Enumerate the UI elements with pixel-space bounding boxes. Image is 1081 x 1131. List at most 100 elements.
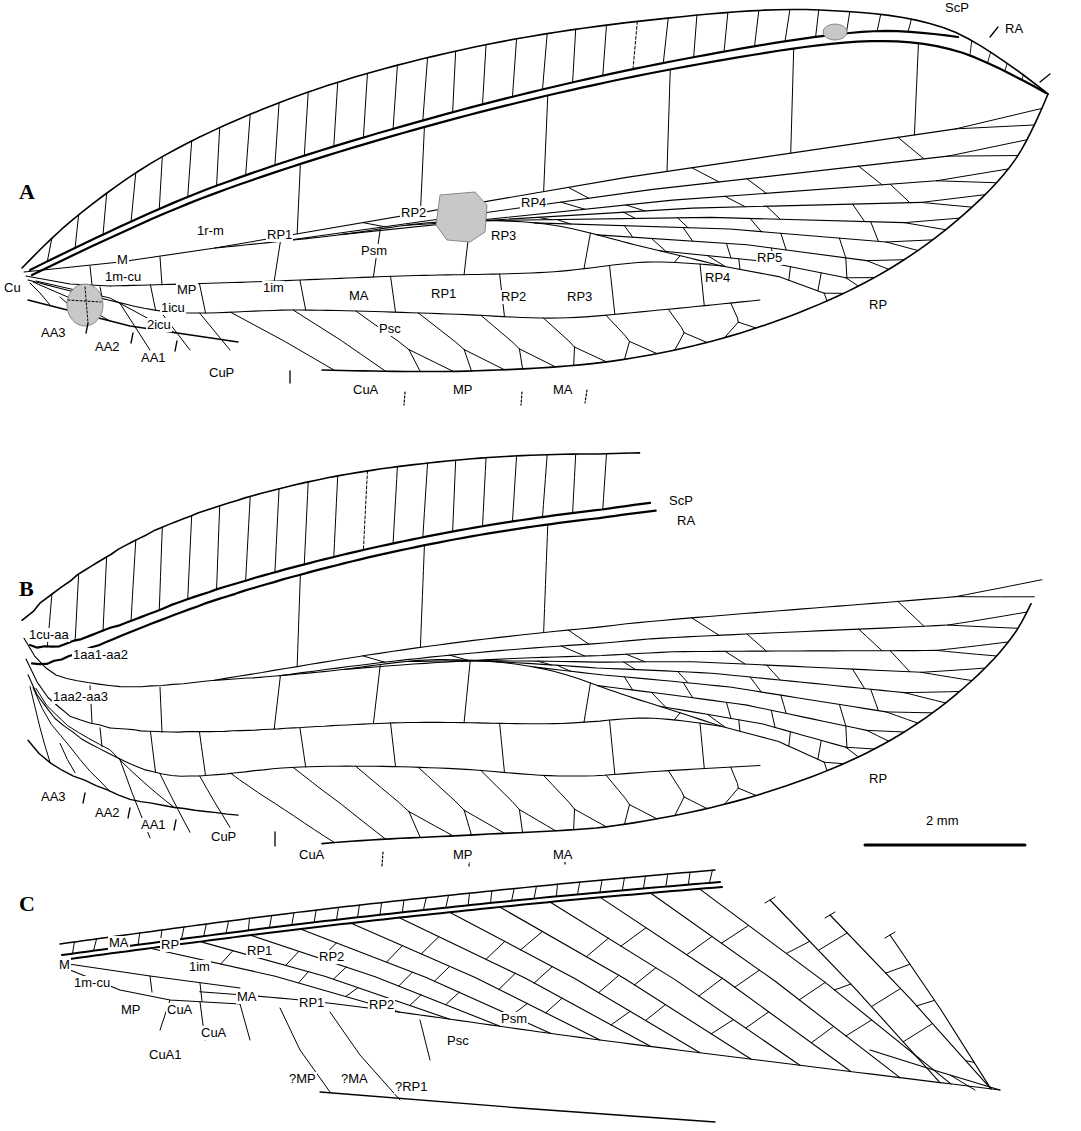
vein-label: AA3: [40, 790, 67, 804]
costal-crossvein: [159, 527, 162, 609]
costal-margin: [22, 9, 1048, 268]
costal-crossvein: [181, 927, 184, 939]
vein-label: 1aa2-aa3: [52, 690, 109, 704]
gradate-crossvein: [859, 166, 882, 185]
costal-crossvein: [358, 905, 360, 917]
vein-label: M: [116, 253, 129, 267]
gradate-crossvein: [410, 995, 421, 1006]
guide-curve: [30, 31, 958, 270]
rp-branch: [500, 907, 751, 1059]
dotted-vein: [85, 287, 88, 323]
vein-label: 2 mm: [925, 814, 960, 828]
vein-fork: [409, 350, 420, 372]
gradate-crossvein: [699, 978, 722, 996]
vein-fork: [921, 195, 985, 203]
vein-label: RP4: [520, 196, 547, 210]
costal-crossvein: [491, 891, 492, 903]
crossvein: [300, 280, 306, 310]
costal-crossvein: [75, 575, 79, 641]
vein-label: CuA1: [148, 1048, 183, 1062]
gradate-crossvein: [739, 259, 740, 270]
costal-crossvein: [543, 34, 548, 90]
crossvein: [420, 1020, 430, 1060]
costal-crossvein: [188, 141, 192, 197]
costal-crossvein: [204, 924, 207, 936]
vein-fork: [824, 293, 827, 301]
cubital-branch: [293, 767, 385, 839]
crossvein: [90, 266, 92, 285]
gradate-crossvein: [611, 1011, 630, 1025]
ticks: [83, 27, 1050, 866]
vein-fork: [846, 277, 875, 278]
radial-crossvein: [297, 575, 300, 667]
separator-tick: [174, 820, 176, 830]
vein-fork: [867, 730, 904, 732]
costal-crossvein: [622, 878, 624, 890]
cubitus-vein: [65, 968, 240, 1004]
vein-fork: [824, 762, 827, 770]
posterior-margin: [322, 94, 1048, 372]
gradate-crossvein: [871, 689, 879, 710]
vein-fork: [846, 278, 858, 286]
guide-curve: [110, 262, 722, 286]
crossvein: [674, 256, 680, 263]
guide-curve: [90, 985, 1000, 1090]
gradate-crossvein: [683, 228, 693, 242]
cubital-branch: [606, 315, 629, 341]
vein-label: AA2: [94, 806, 121, 820]
cubital-branch: [418, 313, 464, 350]
gradate-crossvein: [299, 972, 309, 983]
gradate-crossvein: [789, 732, 791, 746]
vein-fork: [948, 155, 1018, 157]
cubital-branch: [481, 771, 519, 810]
vein-fork: [956, 125, 1035, 129]
vein-label: RP1: [430, 287, 457, 301]
cubital-branch: [606, 775, 629, 804]
crossvein: [150, 285, 155, 310]
crossvein: [150, 976, 152, 992]
gradate-crossvein: [534, 967, 552, 983]
gradate-crossvein: [789, 267, 791, 281]
costal-crossvein: [131, 173, 136, 222]
gradate-crossvein: [853, 204, 865, 221]
gradate-crossvein: [678, 671, 688, 682]
grey-spot: [436, 192, 487, 242]
rp-branch: [660, 706, 846, 747]
costal-crossvein: [248, 918, 249, 930]
rp-branch: [722, 727, 824, 763]
crossvein: [274, 241, 280, 281]
subcosta-vein: [30, 31, 958, 270]
gradate-crossvein: [450, 655, 470, 660]
gradate-crossvein: [835, 984, 851, 990]
gradate-crossvein: [646, 1005, 666, 1021]
costal-crossvein: [393, 65, 397, 129]
rp-branch: [550, 902, 800, 1065]
gradate-crossvein: [746, 1012, 769, 1028]
vein-label: 1cu-aa: [28, 628, 70, 642]
media-branch: [280, 1008, 330, 1092]
costal-crossvein: [393, 467, 397, 544]
gradate-crossvein: [557, 665, 571, 671]
anal-margin: [28, 300, 238, 342]
vein-label: MA: [552, 848, 574, 862]
vein-fork: [904, 691, 959, 692]
vein-label: RP3: [566, 290, 593, 304]
vein-fork: [624, 341, 629, 359]
vein-label: AA2: [94, 340, 121, 354]
costal-crossvein: [103, 557, 107, 631]
vein-fork: [867, 261, 889, 270]
costal-crossvein: [72, 942, 74, 954]
rp-branch: [351, 923, 600, 1040]
vein-label: Psm: [500, 1012, 528, 1026]
gradate-crossvein: [846, 1020, 872, 1036]
rp-branch: [660, 251, 846, 278]
media-branch: [330, 1012, 400, 1100]
costal-crossvein: [314, 910, 316, 922]
vein-label: AA1: [140, 818, 167, 832]
vein-label: 2icu: [146, 318, 172, 332]
dotted-vein: [68, 300, 101, 302]
apical-crossvein: [1022, 75, 1024, 80]
guide-curve: [62, 887, 722, 960]
gradate-crossvein: [399, 972, 413, 986]
crossvein: [464, 660, 470, 722]
